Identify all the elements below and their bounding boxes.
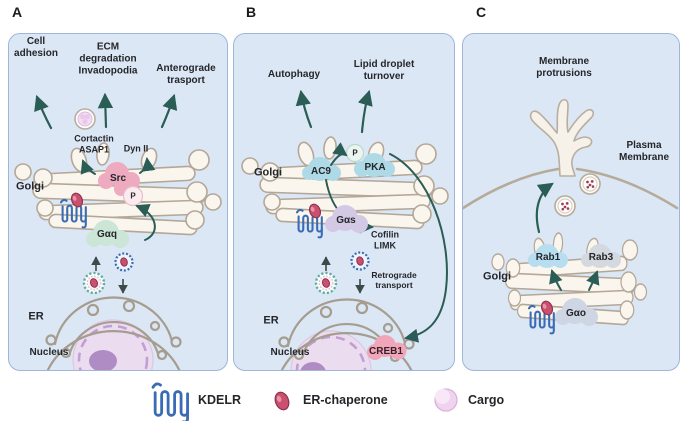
phospho-label-a: P (130, 191, 136, 201)
er-illustration-a (45, 296, 182, 370)
outcome-cell-adhesion: Cell adhesion (14, 36, 58, 59)
figure-legend: KDELR ER-chaperone Cargo (0, 372, 685, 421)
gaq-protein (86, 220, 129, 248)
golgi-label-b: Golgi (253, 166, 283, 179)
secretion-arrow (535, 182, 554, 234)
creb1-protein (367, 335, 407, 360)
gas-protein (325, 205, 368, 233)
kdelr-receptor-a (59, 198, 87, 229)
cofilin-limk-label: Cofilin LIMK (371, 229, 399, 250)
nucleus-label-a: Nucleus (29, 347, 69, 359)
vesicle-arrows-a (91, 256, 128, 294)
kdelr-receptor-b (295, 208, 323, 239)
phospho-label-b: P (352, 148, 358, 158)
secretory-vesicle-1 (579, 173, 601, 195)
gao-label: Gαo (565, 308, 587, 320)
pka-protein (354, 153, 395, 177)
gaq-label: Gαq (96, 229, 118, 241)
rab1-protein (528, 244, 568, 268)
kdelr-vesicle-a (114, 252, 134, 272)
golgi-label-c: Golgi (482, 270, 512, 283)
kdelr-legend-icon (151, 382, 189, 421)
copii-vesicle-b (314, 271, 338, 295)
panel-c-artwork (463, 98, 679, 335)
er-chaperone-icon-b (308, 203, 322, 219)
gao-protein (555, 298, 598, 326)
panel-c: Membrane protrusions Plasma Membrane Rab… (462, 33, 680, 371)
plasma-membrane-label: Plasma Membrane (618, 140, 670, 163)
membrane-protrusions-label: Membrane protrusions (536, 56, 592, 79)
outcome-anterograde-transport: Anterograde trasport (156, 63, 216, 86)
rab1-label: Rab1 (535, 252, 561, 264)
panel-b-artwork (241, 89, 449, 370)
kdelr-vesicle-b (350, 251, 370, 271)
outcome-autophagy: Autophagy (267, 69, 321, 81)
ac9-label: AC9 (310, 166, 332, 178)
gas-label: Gαs (336, 215, 356, 227)
outcome-ecm-invadopodia: ECM degradation Invadopodia (78, 41, 138, 76)
src-protein (98, 162, 140, 196)
er-chaperone-legend-icon (274, 391, 290, 411)
phospho-badge-a (122, 185, 144, 207)
vesicle-arrows-b (321, 256, 365, 294)
plasma-membrane-illustration (463, 167, 679, 210)
panel-c-letter: C (476, 4, 487, 20)
creb1-label: CREB1 (369, 346, 403, 358)
golgi-label-a: Golgi (15, 180, 45, 193)
cargo-legend-label: Cargo (468, 393, 505, 407)
src-label: Src (109, 173, 127, 185)
panel-b: Autophagy Lipid droplet turnover AC9 P P… (233, 33, 455, 371)
kdelr-legend-label: KDELR (198, 393, 242, 407)
cortactin-asap1-label: Cortactin ASAP1 (74, 133, 114, 154)
er-chaperone-icon-a (70, 192, 84, 208)
nucleus-illustration-a (72, 319, 154, 370)
er-label-a: ER (28, 310, 44, 323)
pka-label: PKA (364, 162, 386, 174)
panel-a-artwork (14, 92, 222, 370)
cargo-vesicle-icon (74, 108, 96, 130)
dyn2-label: Dyn II (123, 143, 149, 154)
rab3-label: Rab3 (588, 252, 614, 264)
cargo-legend-icon (434, 388, 458, 412)
outcome-lipid-droplet: Lipid droplet turnover (353, 59, 415, 82)
kdelr-receptor-c (527, 304, 555, 335)
panel-a-letter: A (12, 4, 23, 20)
er-chaperone-icon-c (540, 300, 554, 316)
signaling-arrows-a (80, 157, 156, 241)
panel-a: Cell adhesion ECM degradation Invadopodi… (8, 33, 228, 371)
nucleus-label-b: Nucleus (270, 347, 310, 359)
rab3-protein (581, 244, 621, 268)
outcome-arrows-a (34, 92, 178, 130)
membrane-protrusion-illustration (529, 98, 594, 177)
er-label-b: ER (263, 314, 279, 327)
panel-b-letter: B (246, 4, 257, 20)
er-chaperone-legend-label: ER-chaperone (303, 393, 388, 407)
secretory-vesicle-2 (554, 195, 576, 217)
retrograde-transport-label: Retrograde transport (371, 269, 417, 290)
copii-vesicle-a (82, 271, 106, 295)
ac9-protein (302, 157, 341, 181)
signaling-arrows-c (549, 269, 600, 291)
outcome-arrows-b (295, 89, 373, 134)
